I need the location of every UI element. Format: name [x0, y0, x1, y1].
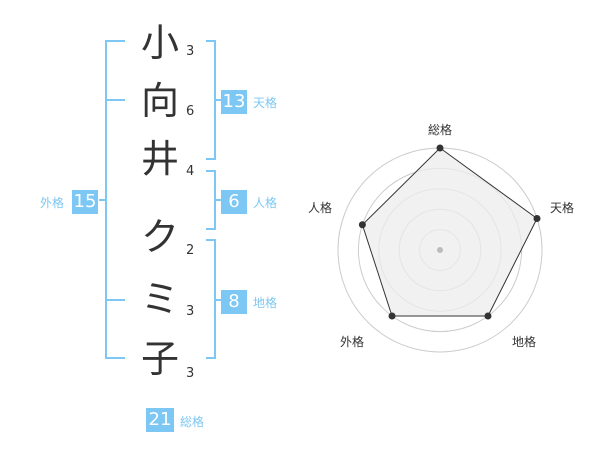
radar-point-4	[388, 312, 396, 320]
radar-polygon	[361, 147, 538, 317]
jinkaku-tick	[216, 199, 222, 201]
name-char-3: 井	[140, 137, 179, 181]
stroke-count-1: 3	[186, 44, 195, 59]
radar-label-chikaku: 地格	[512, 334, 536, 349]
radar-point-3	[484, 312, 492, 320]
name-char-1: 小	[140, 21, 179, 65]
chikaku-tick	[216, 299, 222, 301]
gaikaku-top-tick	[105, 99, 125, 101]
gaikaku-bottom-tick	[105, 299, 125, 301]
gaikaku-bracket	[105, 40, 125, 359]
name-panel: 小 向 井 ク ミ 子 3 6 4 2 3 3 13 天格 6 人格 8 地格 …	[40, 21, 278, 432]
radar-chart: 総格 天格 地格 外格 人格	[308, 122, 574, 353]
radar-label-jinkaku: 人格	[308, 200, 332, 215]
soukaku-label: 総格	[180, 415, 205, 429]
chikaku-bracket	[206, 239, 216, 359]
radar-center-dot	[437, 247, 443, 253]
jinkaku-value: 6	[221, 190, 247, 214]
stroke-count-6: 3	[186, 366, 195, 381]
radar-point-5	[358, 221, 366, 229]
tenkaku-value: 13	[221, 90, 247, 114]
radar-label-soukaku: 総格	[428, 122, 452, 137]
tenkaku-label: 天格	[253, 96, 278, 110]
radar-point-1	[436, 144, 444, 152]
chikaku-label: 地格	[253, 296, 278, 310]
name-char-5: ミ	[140, 277, 179, 321]
tenkaku-tick	[216, 99, 222, 101]
soukaku-value: 21	[146, 408, 174, 432]
stroke-count-2: 6	[186, 104, 195, 119]
jinkaku-bracket	[206, 170, 216, 230]
name-char-6: 子	[140, 337, 179, 381]
gaikaku-stub	[99, 199, 105, 201]
jinkaku-label: 人格	[253, 196, 278, 210]
radar-label-tenkaku: 天格	[550, 200, 574, 215]
stroke-count-3: 4	[186, 164, 195, 179]
radar-points	[358, 144, 541, 320]
tenkaku-bracket	[206, 40, 216, 160]
stroke-count-4: 2	[186, 243, 195, 258]
name-char-2: 向	[140, 79, 179, 123]
stroke-count-5: 3	[186, 304, 195, 319]
gaikaku-label: 外格	[40, 196, 65, 210]
radar-label-gaikaku: 外格	[340, 334, 364, 349]
radar-point-2	[533, 214, 541, 222]
chikaku-value: 8	[221, 290, 247, 314]
name-char-4: ク	[140, 215, 179, 259]
gaikaku-value: 15	[72, 190, 98, 214]
